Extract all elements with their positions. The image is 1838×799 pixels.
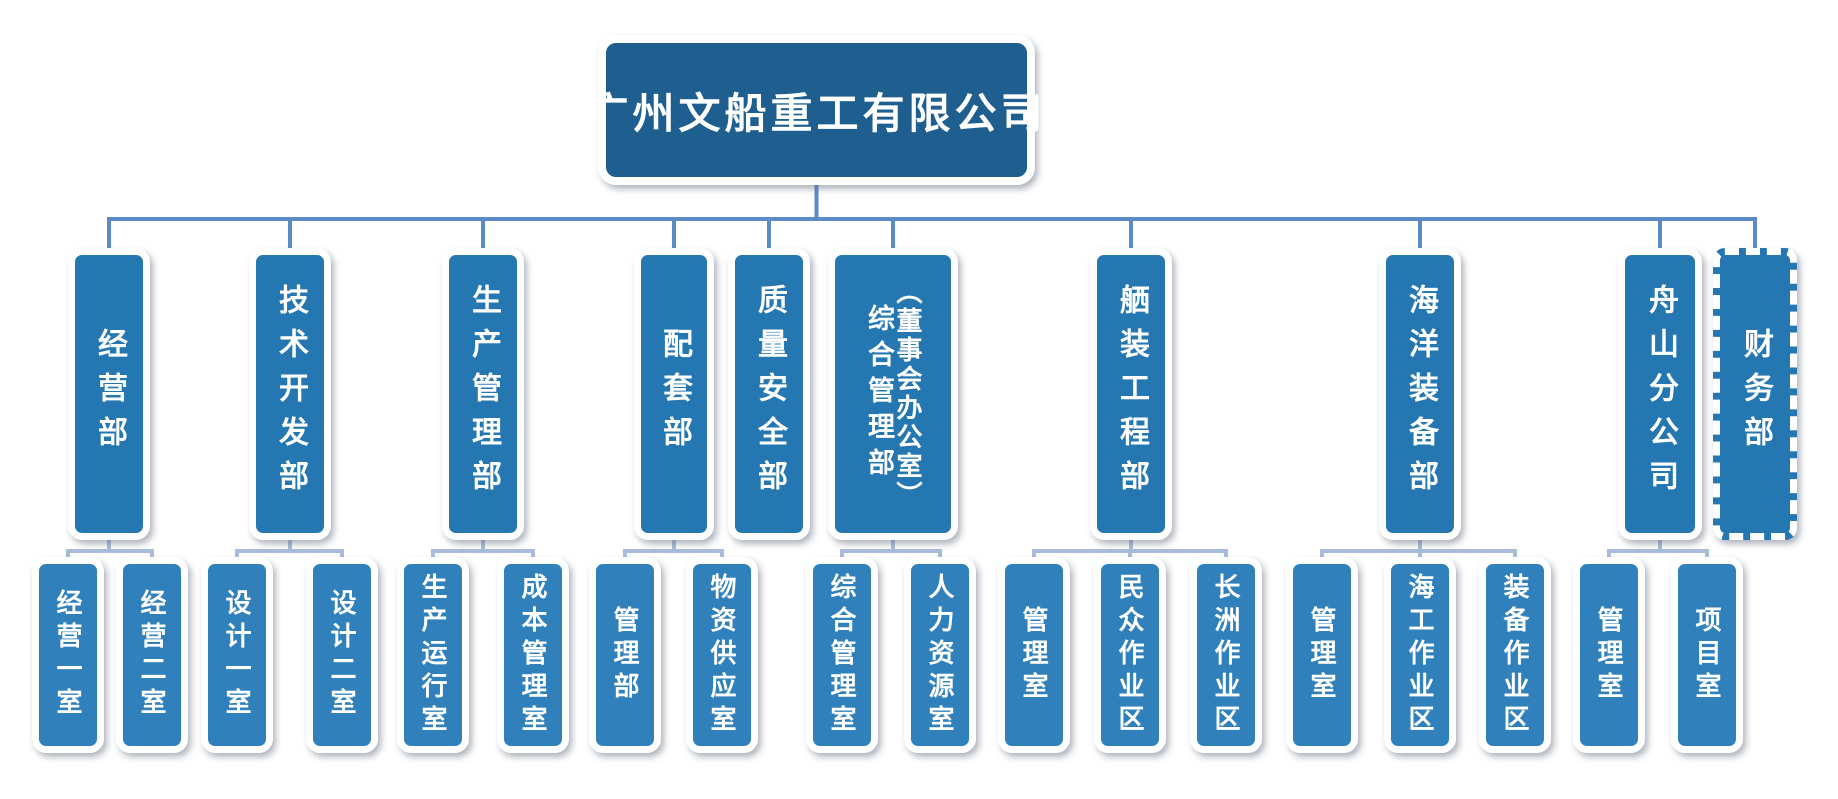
office-zhoushan-management: 管理室	[1573, 557, 1645, 753]
dept-label: 技术开发部	[274, 284, 307, 504]
office-label: 设计一室	[222, 589, 252, 721]
area-changzhou: 长洲作业区	[1190, 557, 1262, 753]
office-design-1: 设计一室	[201, 557, 273, 753]
dept-production-management: 生产管理部	[442, 248, 524, 540]
office-label: 经营二室	[137, 589, 167, 721]
office-production-operation: 生产运行室	[397, 557, 469, 753]
office-label: 长洲作业区	[1211, 572, 1241, 738]
office-label: 设计二室	[327, 589, 357, 721]
dept-marine-equipment: 海洋装备部	[1379, 248, 1461, 540]
office-material-supply: 物资供应室	[686, 557, 758, 753]
office-label: 管理室	[1307, 605, 1337, 705]
office-label: 海工作业区	[1405, 572, 1435, 738]
dept-general-admin: 综合管理部 （董事会办公室）	[828, 248, 958, 540]
office-label: 项目室	[1692, 605, 1722, 705]
office-cost-management: 成本管理室	[497, 557, 569, 753]
dept-label: 质量安全部	[753, 284, 786, 504]
office-design-2: 设计二室	[306, 557, 378, 753]
office-zhoushan-project: 项目室	[1671, 557, 1743, 753]
office-general-management: 综合管理室	[806, 557, 878, 753]
office-outfitting-management: 管理室	[998, 557, 1070, 753]
area-minzhong: 民众作业区	[1094, 557, 1166, 753]
office-label: 管理室	[1594, 605, 1624, 705]
office-label: 民众作业区	[1115, 572, 1145, 738]
dept-zhoushan-branch: 舟山分公司	[1618, 248, 1702, 540]
office-label: 经营一室	[53, 589, 83, 721]
dept-label: 海洋装备部	[1404, 284, 1437, 504]
office-label: 综合管理室	[827, 572, 857, 738]
area-equipment-works: 装备作业区	[1479, 557, 1551, 753]
dept-label: 舟山分公司	[1644, 284, 1677, 504]
dept-label: 经营部	[93, 328, 126, 460]
office-label: 人力资源室	[925, 572, 955, 738]
office-human-resources: 人力资源室	[904, 557, 976, 753]
dept-quality-safety: 质量安全部	[728, 248, 810, 540]
office-marine-management: 管理室	[1286, 557, 1358, 753]
office-business-2: 经营二室	[116, 557, 188, 753]
dept-finance: 财务部	[1713, 248, 1797, 540]
company-root-box: 广州文船重工有限公司	[587, 35, 1043, 185]
dept-label: 配套部	[658, 328, 691, 460]
office-management-dept: 管理部	[589, 557, 661, 753]
dept-sublabel: （董事会办公室）	[893, 278, 923, 510]
office-label: 管理部	[610, 605, 640, 705]
area-offshore-works: 海工作业区	[1384, 557, 1456, 753]
office-label: 装备作业区	[1500, 572, 1530, 738]
dept-label: 财务部	[1739, 328, 1772, 460]
dept-outfitting-supply: 配套部	[634, 248, 714, 540]
office-label: 管理室	[1019, 605, 1049, 705]
office-label: 生产运行室	[418, 572, 448, 738]
dept-label: 舾装工程部	[1115, 284, 1148, 504]
dept-label: 综合管理部	[864, 304, 894, 484]
dept-label: 生产管理部	[467, 284, 500, 504]
office-business-1: 经营一室	[32, 557, 104, 753]
dept-outfitting-engineering: 舾装工程部	[1090, 248, 1172, 540]
dept-tech-development: 技术开发部	[249, 248, 331, 540]
dept-business: 经营部	[68, 248, 150, 540]
office-label: 成本管理室	[518, 572, 548, 738]
company-title: 广州文船重工有限公司	[586, 89, 1047, 137]
office-label: 物资供应室	[707, 572, 737, 738]
